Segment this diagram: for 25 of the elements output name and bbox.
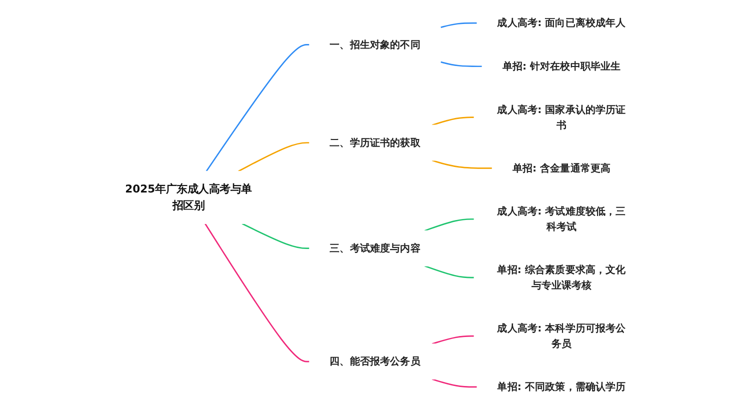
connector: [242, 223, 310, 250]
node-text: 四、能否报考公务员: [330, 355, 420, 368]
connector: [432, 116, 474, 126]
node-text: 成人高考: 本科学历可报考公务员: [497, 322, 626, 350]
node-text: 三、考试难度与内容: [330, 242, 420, 254]
node-text: 单招: 含金量通常更高: [512, 162, 611, 174]
node-text: 成人高考: 面向已离校成年人: [497, 16, 626, 29]
node-text: 单招: 不同政策，需确认学历: [497, 380, 626, 393]
connector: [204, 223, 310, 362]
node-text: 单招: 综合素质要求高，文化与专业课考核: [497, 264, 626, 292]
node-text: 2025年广东成人高考与单招区别: [125, 182, 252, 212]
connector: [432, 378, 478, 388]
connector: [238, 142, 310, 172]
connector: [206, 44, 310, 172]
connector: [432, 335, 474, 345]
connector: [440, 22, 478, 28]
node-text: 成人高考: 国家承认的学历证书: [497, 104, 626, 131]
node-text: 成人高考: 考试难度较低，三科考试: [497, 205, 626, 233]
connector: [424, 265, 474, 278]
node-text: 一、招生对象的不同: [330, 38, 420, 51]
connector: [440, 61, 482, 68]
node-text: 单招: 针对在校中职毕业生: [502, 60, 621, 72]
node-text: 二、学历证书的获取: [330, 136, 420, 149]
connector: [432, 160, 492, 169]
connector: [424, 218, 474, 232]
